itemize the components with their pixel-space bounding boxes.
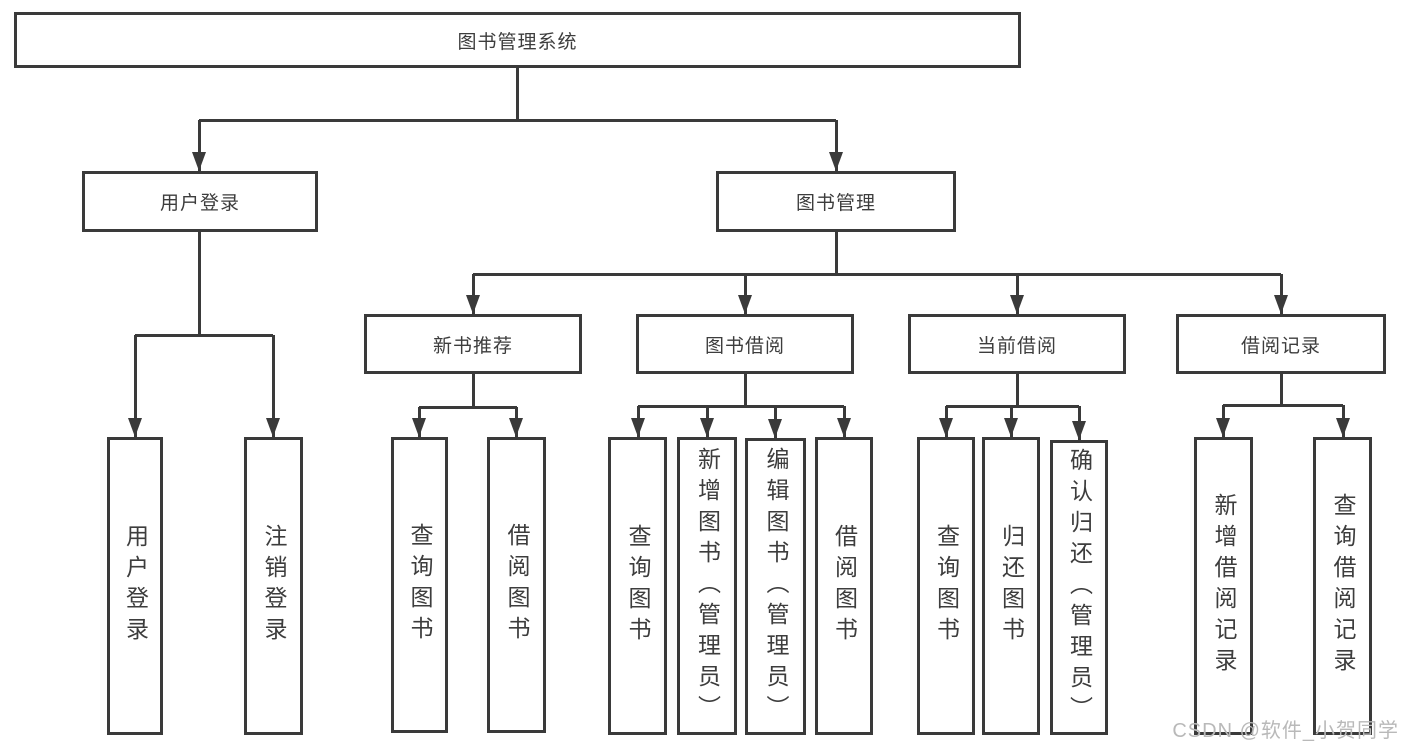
arrow-down-icon (768, 419, 782, 438)
node-new-book-rec: 新书推荐 (364, 314, 582, 374)
node-label-borrow-records: 借阅记录 (1240, 335, 1321, 357)
connector-line (743, 374, 747, 407)
arrow-down-icon (700, 418, 714, 437)
connector-line (638, 404, 844, 408)
node-label-bb-edit-books: 编辑图书（管理员） (763, 447, 789, 726)
node-bb-add-books: 新增图书（管理员） (677, 437, 737, 735)
node-bb-query-books: 查询图书 (608, 437, 667, 735)
node-label-rec-query-books: 查询图书 (407, 523, 433, 647)
node-user-login: 用户登录 (82, 171, 318, 232)
node-login: 用户登录 (107, 437, 163, 735)
node-label-bb-borrow-books: 借阅图书 (831, 524, 858, 648)
arrow-down-icon (837, 418, 851, 437)
node-rec-query-books: 查询图书 (391, 437, 448, 733)
node-label-br-query-record: 查询借阅记录 (1330, 493, 1356, 679)
arrow-down-icon (738, 295, 752, 314)
node-label-book-mgmt: 图书管理 (795, 193, 876, 214)
connector-line (1279, 274, 1283, 314)
connector-line (473, 272, 1281, 276)
connector-line (135, 333, 273, 337)
node-br-add-record: 新增借阅记录 (1194, 437, 1253, 735)
node-cb-return-books: 归还图书 (982, 437, 1040, 735)
node-label-bb-add-books: 新增图书（管理员） (694, 446, 721, 726)
node-label-bb-query-books: 查询图书 (625, 524, 651, 648)
connector-line (471, 374, 475, 408)
node-book-borrow: 图书借阅 (636, 314, 854, 374)
connector-line (946, 404, 1079, 408)
connector-line (197, 232, 201, 336)
connector-line (197, 120, 201, 171)
arrow-down-icon (1274, 295, 1288, 314)
node-current-borrow: 当前借阅 (908, 314, 1126, 374)
node-label-rec-borrow-books: 借阅图书 (504, 523, 530, 647)
node-root: 图书管理系统 (14, 12, 1021, 68)
arrow-down-icon (1072, 421, 1086, 440)
arrow-down-icon (939, 418, 953, 437)
node-cb-query-books: 查询图书 (917, 437, 975, 735)
connector-line (1015, 374, 1019, 407)
node-label-logout: 注销登录 (261, 524, 287, 648)
connector-line (515, 68, 519, 121)
node-logout: 注销登录 (244, 437, 303, 735)
node-borrow-records: 借阅记录 (1176, 314, 1386, 374)
arrow-down-icon (1010, 295, 1024, 314)
node-bb-borrow-books: 借阅图书 (815, 437, 873, 735)
arrow-down-icon (509, 418, 523, 437)
arrow-down-icon (266, 418, 280, 437)
connector-line (1223, 403, 1343, 407)
node-label-current-borrow: 当前借阅 (976, 335, 1057, 357)
node-book-mgmt: 图书管理 (716, 171, 956, 232)
connector-line (834, 232, 838, 275)
node-label-new-book-rec: 新书推荐 (432, 335, 513, 357)
node-label-cb-return-books: 归还图书 (998, 524, 1025, 648)
node-br-query-record: 查询借阅记录 (1313, 437, 1372, 735)
arrow-down-icon (466, 295, 480, 314)
arrow-down-icon (631, 418, 645, 437)
node-rec-borrow-books: 借阅图书 (487, 437, 546, 733)
connector-line (1279, 374, 1283, 406)
arrow-down-icon (192, 152, 206, 171)
node-label-br-add-record: 新增借阅记录 (1211, 493, 1237, 679)
connector-line (834, 120, 838, 171)
arrow-down-icon (128, 418, 142, 437)
node-label-login: 用户登录 (122, 524, 149, 648)
node-label-user-login: 用户登录 (159, 193, 240, 214)
connector-line (133, 335, 137, 437)
connector-line (199, 118, 836, 122)
connector-line (743, 274, 747, 314)
arrow-down-icon (1004, 418, 1018, 437)
arrow-down-icon (412, 418, 426, 437)
arrow-down-icon (829, 152, 843, 171)
connector-line (419, 405, 517, 409)
connector-line (271, 335, 275, 437)
node-label-book-borrow: 图书借阅 (704, 335, 785, 357)
csdn-watermark: CSDN @软件_小贺同学 (1172, 720, 1399, 742)
connector-line (471, 274, 475, 314)
node-cb-confirm-return: 确认归还（管理员） (1050, 440, 1108, 735)
node-bb-edit-books: 编辑图书（管理员） (745, 438, 806, 735)
connector-line (1015, 274, 1019, 314)
node-label-cb-confirm-return: 确认归还（管理员） (1066, 448, 1093, 727)
arrow-down-icon (1216, 418, 1230, 437)
arrow-down-icon (1336, 418, 1350, 437)
node-label-root: 图书管理系统 (457, 31, 578, 53)
node-label-cb-query-books: 查询图书 (933, 524, 960, 648)
